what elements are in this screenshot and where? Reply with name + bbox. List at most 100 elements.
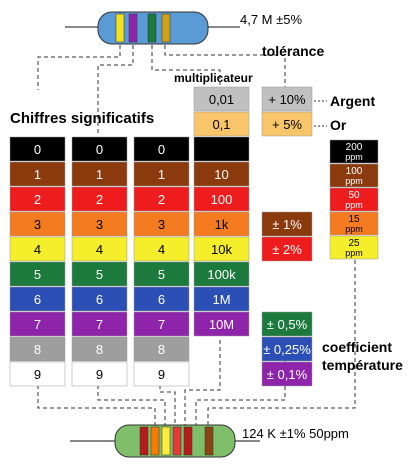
digit-cell-1-4: 4 — [9, 236, 66, 262]
multiplier-cell-2 — [193, 136, 250, 162]
digit-value: 1 — [96, 167, 103, 182]
multiplier-cell-5: 1k — [193, 211, 250, 237]
top-resistor-band-1 — [115, 13, 125, 43]
digit-value: 4 — [158, 242, 165, 257]
tolerance-cell-2-swatch — [261, 211, 313, 237]
digit-value: 8 — [96, 342, 103, 357]
digit-cell-1-8: 8 — [9, 336, 66, 362]
connector-bottom-band3 — [159, 385, 176, 430]
ppm-unit: ppm — [345, 176, 363, 186]
digit-cell-2-7-swatch — [71, 311, 128, 337]
digit-cell-1-0-swatch — [9, 136, 66, 162]
multiplier-cell-0-swatch — [193, 86, 250, 112]
multiplier-value: 0,01 — [209, 92, 234, 107]
digit-cell-2-5-swatch — [71, 261, 128, 287]
digit-cell-2-5: 5 — [71, 261, 128, 287]
tolerance-cell-1-swatch — [261, 111, 313, 137]
digit-cell-2-3: 3 — [71, 211, 128, 237]
tolerance-cell-1: + 5% — [261, 111, 313, 137]
ppm-value: 25 — [348, 238, 360, 249]
multiplier-cell-6: 10k — [193, 236, 250, 262]
top-resistor-band-2 — [128, 13, 138, 43]
tolerance-value: ± 1% — [272, 217, 302, 232]
digit-value: 9 — [96, 367, 103, 382]
temp-coeff-label-line1: coefficient — [322, 339, 392, 355]
multiplier-value: 100k — [207, 267, 236, 282]
digit-cell-1-2: 2 — [9, 186, 66, 212]
tolerance-cell-5: ± 0,25% — [261, 336, 313, 362]
multiplier-cell-2-swatch — [193, 136, 250, 162]
digit-cell-3-1-swatch — [133, 161, 190, 187]
silver-label: Argent — [330, 93, 375, 109]
tolerance-cell-5-swatch — [261, 336, 313, 362]
ppm-unit: ppm — [345, 152, 363, 162]
bottom-resistor: 124 K ±1% 50ppm — [70, 424, 349, 458]
bottom-resistor-value-label: 124 K ±1% 50ppm — [242, 426, 349, 441]
digit-cell-2-8-swatch — [71, 336, 128, 362]
ppm-cell-2-swatch — [329, 187, 379, 212]
digit-value: 0 — [158, 142, 165, 157]
digit-cell-3-2-swatch — [133, 186, 190, 212]
tolerance-cell-3-swatch — [261, 236, 313, 262]
digit-cell-1-8-swatch — [9, 336, 66, 362]
digit-value: 1 — [34, 167, 41, 182]
connector-bottom-band4 — [184, 340, 221, 430]
tolerance-value: ± 0,25% — [263, 342, 311, 357]
multiplier-cell-8: 1M — [193, 286, 250, 312]
digit-cell-3-3: 3 — [133, 211, 190, 237]
multiplier-label: multiplicateur — [174, 71, 253, 85]
digit-cell-3-6: 6 — [133, 286, 190, 312]
digit-value: 2 — [34, 192, 41, 207]
digit-cell-1-1-swatch — [9, 161, 66, 187]
digit-cell-1-7-swatch — [9, 311, 66, 337]
bottom-resistor-band-1 — [139, 426, 149, 456]
digit-cell-3-7-swatch — [133, 311, 190, 337]
bottom-resistor-band-6 — [204, 426, 214, 456]
digit-value: 4 — [96, 242, 103, 257]
multiplier-cell-4-swatch — [193, 186, 250, 212]
ppm-value: 15 — [348, 214, 360, 225]
ppm-cell-1-swatch — [329, 163, 379, 188]
top-resistor-value-label: 4,7 M ±5% — [240, 12, 302, 27]
digit-cell-1-6-swatch — [9, 286, 66, 312]
digit-cell-2-8: 8 — [71, 336, 128, 362]
digit-value: 8 — [34, 342, 41, 357]
digit-cell-1-2-swatch — [9, 186, 66, 212]
digit-value: 9 — [158, 367, 165, 382]
multiplier-cell-6-swatch — [193, 236, 250, 262]
digit-cell-1-3: 3 — [9, 211, 66, 237]
digit-value: 2 — [96, 192, 103, 207]
digit-cell-2-3-swatch — [71, 211, 128, 237]
digit-cell-2-6: 6 — [71, 286, 128, 312]
bottom-resistor-band-3 — [161, 426, 171, 456]
digit-value: 9 — [34, 367, 41, 382]
digit-value: 5 — [158, 267, 165, 282]
digit-cell-3-9-swatch — [133, 361, 190, 387]
digit-cell-1-0: 0 — [9, 136, 66, 162]
bottom-resistor-band-5 — [183, 426, 193, 456]
multiplier-cell-9-swatch — [193, 311, 250, 337]
digit-cell-1-1: 1 — [9, 161, 66, 187]
digit-cell-3-6-swatch — [133, 286, 190, 312]
ppm-cell-3-swatch — [329, 211, 379, 236]
digit-cell-3-2: 2 — [133, 186, 190, 212]
digit-cell-1-9-swatch — [9, 361, 66, 387]
digit-cell-3-5-swatch — [133, 261, 190, 287]
connector-top-band4 — [164, 45, 286, 88]
digit-cell-1-5-swatch — [9, 261, 66, 287]
tolerance-value: + 5% — [272, 117, 302, 132]
digit-cell-2-6-swatch — [71, 286, 128, 312]
digit-cell-3-9: 9 — [133, 361, 190, 387]
digit-value: 7 — [34, 317, 41, 332]
gold-label: Or — [330, 117, 347, 133]
digit-cell-3-4: 4 — [133, 236, 190, 262]
tolerance-cell-0: + 10% — [261, 86, 313, 112]
digit-cell-2-1-swatch — [71, 161, 128, 187]
digit-cell-3-1: 1 — [133, 161, 190, 187]
bottom-resistor-band-4 — [172, 426, 182, 456]
digit-cell-1-6: 6 — [9, 286, 66, 312]
